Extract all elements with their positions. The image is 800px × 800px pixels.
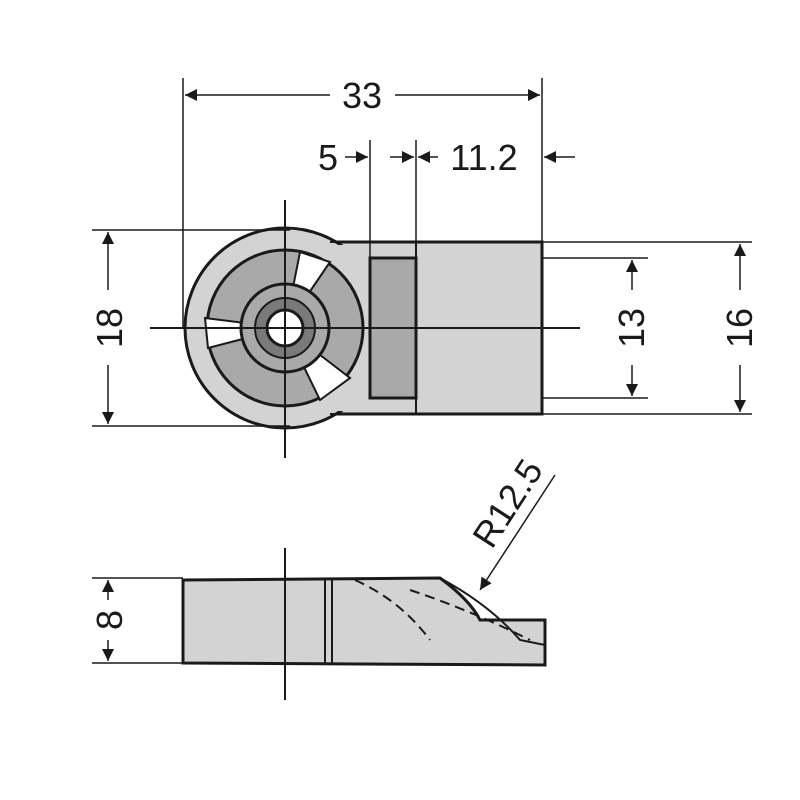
dim-slot-height: 13	[611, 308, 652, 348]
dim-slot-width: 5	[318, 137, 338, 178]
hidden-curve-1	[354, 579, 431, 641]
dim-body-height: 16	[719, 308, 760, 348]
dim-ring-height: 18	[89, 308, 130, 348]
hidden-curve-2	[409, 589, 531, 641]
side-view	[181, 548, 547, 700]
dim-thickness: 8	[89, 610, 130, 630]
top-view	[150, 200, 580, 458]
dim-body-offset: 11.2	[450, 137, 517, 178]
dim-overall-length: 33	[342, 75, 382, 116]
dim-radius: R12.5	[464, 452, 551, 555]
